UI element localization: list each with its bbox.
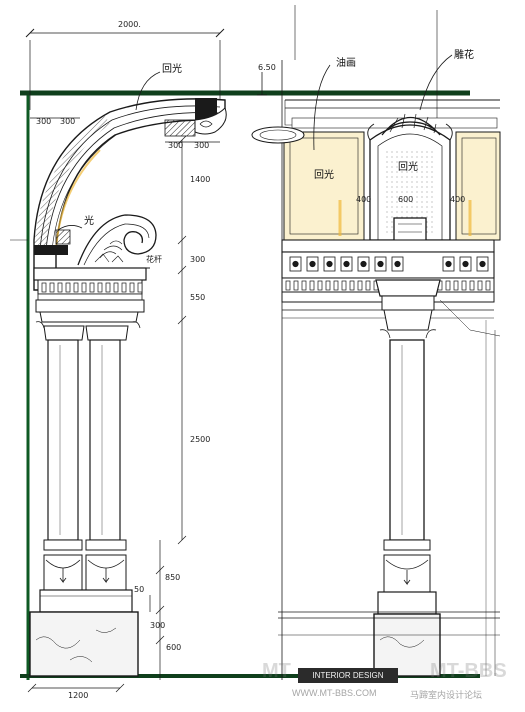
dentil: [129, 282, 135, 293]
dim-arch-height: 1400: [190, 175, 210, 184]
dim-panel-center: 600: [398, 195, 413, 204]
watermark-brand-left: MT: [262, 660, 291, 682]
dim-entablature: 550: [190, 293, 205, 302]
annotation-leaders: [57, 54, 453, 231]
dentil: [309, 280, 315, 291]
dim-arch-left-a: 300: [36, 117, 51, 126]
left-dimension-chain: [27, 117, 220, 693]
note-oil-painting: 油画: [336, 56, 356, 69]
dentil: [357, 280, 363, 291]
dentil: [113, 282, 119, 293]
dentil: [317, 280, 323, 291]
dentil: [57, 282, 63, 293]
note-light-left: 回光: [314, 168, 334, 181]
oval-medallion: [251, 126, 305, 144]
rosette: [360, 260, 367, 268]
dentil: [89, 282, 95, 293]
rosette: [309, 260, 316, 268]
dim-ceiling-gap: 6.50: [258, 63, 276, 72]
right-column: [373, 279, 441, 677]
right-panels: [283, 113, 501, 259]
dentil: [285, 280, 291, 291]
dim-keystone-a: 300: [168, 141, 183, 150]
dim-capital: 300: [190, 255, 205, 264]
dentil: [349, 280, 355, 291]
watermark-forum: 马蹄室内设计论坛: [410, 690, 483, 700]
dentil: [293, 280, 299, 291]
note-carving: 雕花: [454, 48, 474, 61]
left-twin-columns: [29, 325, 139, 677]
rosette: [479, 260, 486, 268]
dim-top-width: 2000.: [118, 20, 141, 29]
rosette: [462, 260, 469, 268]
dentil: [469, 280, 475, 291]
rosette: [377, 260, 384, 268]
dim-base-upper: 850: [165, 573, 180, 582]
dim-plinth: 600: [166, 643, 181, 652]
dentil: [73, 282, 79, 293]
dentil: [137, 282, 143, 293]
dentil: [301, 280, 307, 291]
dentil: [325, 280, 331, 291]
dentil: [445, 280, 451, 291]
dim-base-small: 50: [134, 585, 144, 594]
dim-panel-right: 400: [450, 195, 465, 204]
dim-keystone-b: 300: [194, 141, 209, 150]
rosette: [292, 260, 299, 268]
watermark-bar: INTERIOR DESIGN: [298, 668, 398, 683]
watermark-brand-right: MT-BBS: [430, 660, 507, 682]
dim-bottom-width: 1200: [68, 691, 88, 700]
dim-panel-left: 400: [356, 195, 371, 204]
rosette: [445, 260, 452, 268]
dentil: [65, 282, 71, 293]
rosette: [343, 260, 350, 268]
note-light-center: 回光: [398, 160, 418, 173]
dentil: [81, 282, 87, 293]
note-base-rod: 花杆: [146, 254, 162, 264]
dentil: [41, 282, 47, 293]
watermark-url: WWW.MT-BBS.COM: [292, 688, 377, 698]
dim-shaft: 2500: [190, 435, 210, 444]
dentil: [49, 282, 55, 293]
dim-arch-left-b: 300: [60, 117, 75, 126]
dentil: [333, 280, 339, 291]
note-scroll-light: 光: [84, 214, 94, 227]
dim-plinth-a: 300: [150, 621, 165, 630]
left-capital: [33, 267, 147, 329]
note-arch-light: 回光: [162, 62, 182, 75]
arch-group: [33, 98, 227, 291]
right-rails: [278, 299, 501, 676]
dentil: [341, 280, 347, 291]
dentil: [365, 280, 371, 291]
rosette: [326, 260, 333, 268]
top-dimension-line: [25, 28, 225, 38]
dentil: [97, 282, 103, 293]
dentil: [477, 280, 483, 291]
dentil: [121, 282, 127, 293]
dentil: [453, 280, 459, 291]
rosette: [394, 260, 401, 268]
dentil: [485, 280, 491, 291]
dentil: [105, 282, 111, 293]
dentil: [461, 280, 467, 291]
